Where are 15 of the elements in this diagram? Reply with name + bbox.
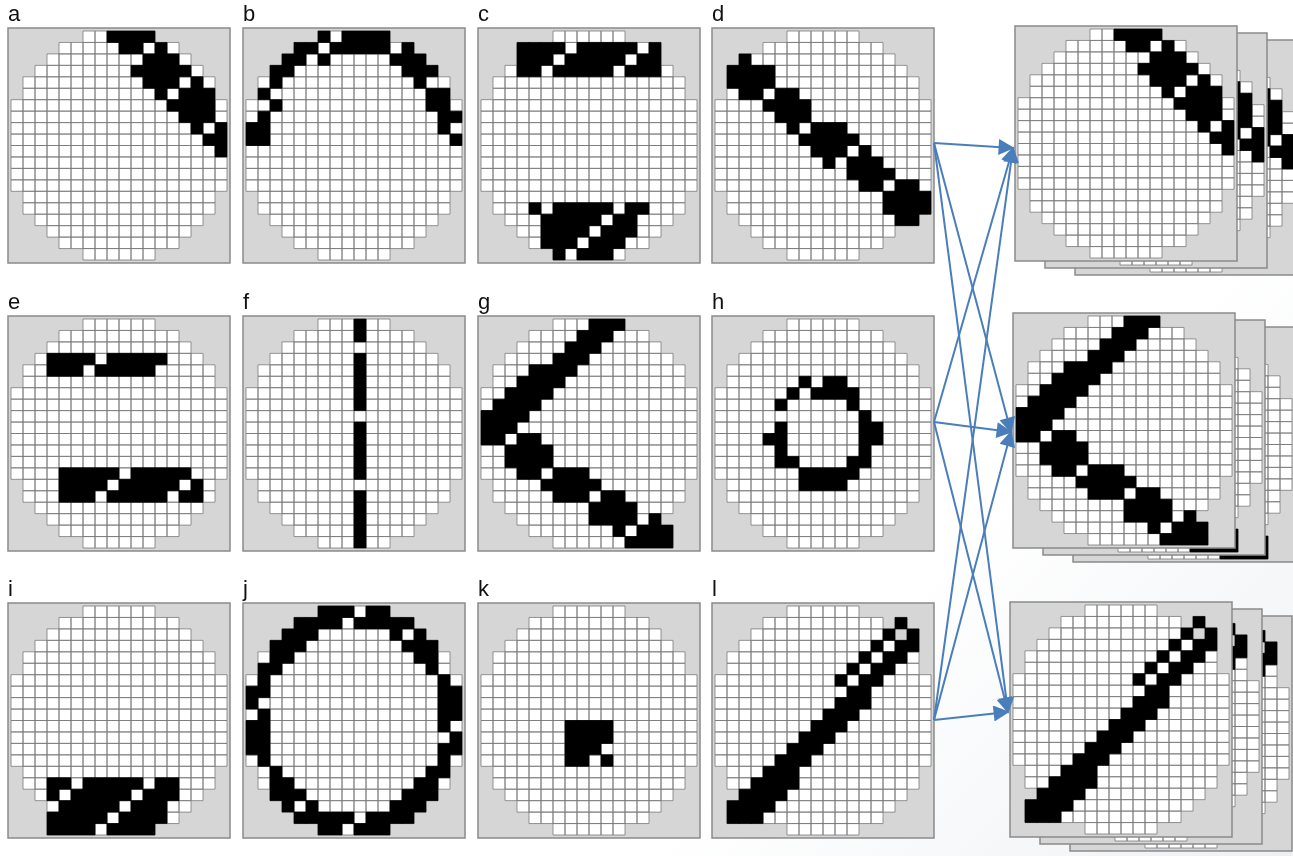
panel-letter: j: [243, 577, 248, 601]
arrow: [933, 705, 1010, 722]
arrow: [933, 139, 1015, 156]
arrow: [933, 421, 1013, 439]
panel-letter: b: [243, 2, 256, 26]
panel-letter: f: [243, 290, 250, 314]
panel-letter: c: [478, 2, 489, 26]
panel-letter: e: [8, 290, 21, 314]
panel-letter: k: [478, 577, 489, 601]
panel-letter: d: [712, 2, 725, 26]
panel-letter: a: [8, 2, 21, 26]
panel-letter: i: [8, 577, 13, 601]
panel-letter: g: [478, 290, 491, 314]
panel-letter: l: [712, 577, 717, 601]
panel-letter: h: [712, 290, 725, 314]
